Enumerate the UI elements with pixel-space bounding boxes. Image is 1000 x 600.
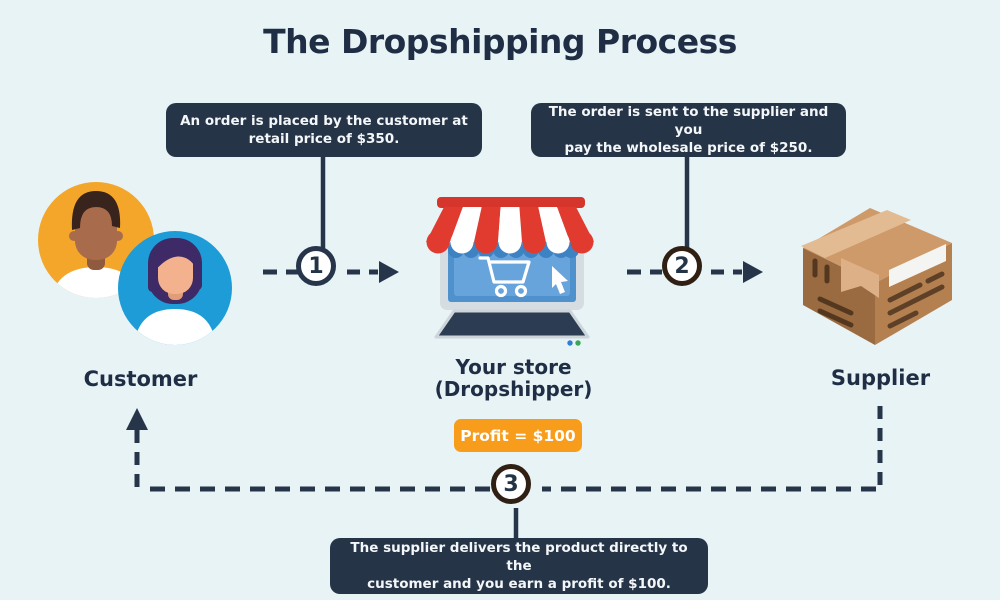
supplier-label: Supplier: [830, 366, 931, 390]
cursor-arrow-icon: [552, 266, 568, 294]
step-marker-1: 1: [296, 246, 336, 286]
step-marker-2: 2: [662, 246, 702, 286]
step-marker-3: 3: [491, 464, 531, 504]
store-label: Your store (Dropshipper): [416, 356, 611, 401]
shipping-label-icon: [889, 244, 946, 287]
woman-avatar-icon: [118, 231, 232, 345]
callout-step3-line1: The supplier delivers the product direct…: [350, 539, 688, 574]
callout-step3: The supplier delivers the product direct…: [330, 538, 708, 594]
arrowhead-step2-icon: [743, 261, 763, 283]
callout-step2: The order is sent to the supplier and yo…: [531, 103, 846, 157]
store-label-line2: (Dropshipper): [434, 377, 593, 402]
package-box-icon: [801, 208, 952, 345]
profit-badge: Profit = $100: [454, 419, 582, 452]
callout-step2-line2: pay the wholesale price of $250.: [564, 140, 813, 157]
storefront-laptop-icon: [426, 197, 594, 346]
callout-step3-line2: customer and you earn a profit of $100.: [367, 576, 671, 593]
callout-step1-line2: retail price of $350.: [248, 131, 400, 147]
arrowhead-step3-icon: [126, 408, 148, 430]
customer-label: Customer: [83, 367, 198, 391]
callout-step1: An order is placed by the customer at re…: [166, 103, 482, 157]
arrowhead-step1-icon: [379, 261, 399, 283]
shopping-cart-icon: [478, 256, 531, 298]
awning-icon: [426, 197, 594, 254]
page-title: The Dropshipping Process: [263, 22, 737, 61]
store-label-line1: Your store: [455, 355, 572, 379]
callout-step2-line1: The order is sent to the supplier and yo…: [548, 103, 829, 138]
laptop-icon: [434, 234, 590, 346]
two-people-avatars-icon: [38, 182, 232, 345]
callout-step1-line1: An order is placed by the customer at: [180, 112, 468, 129]
